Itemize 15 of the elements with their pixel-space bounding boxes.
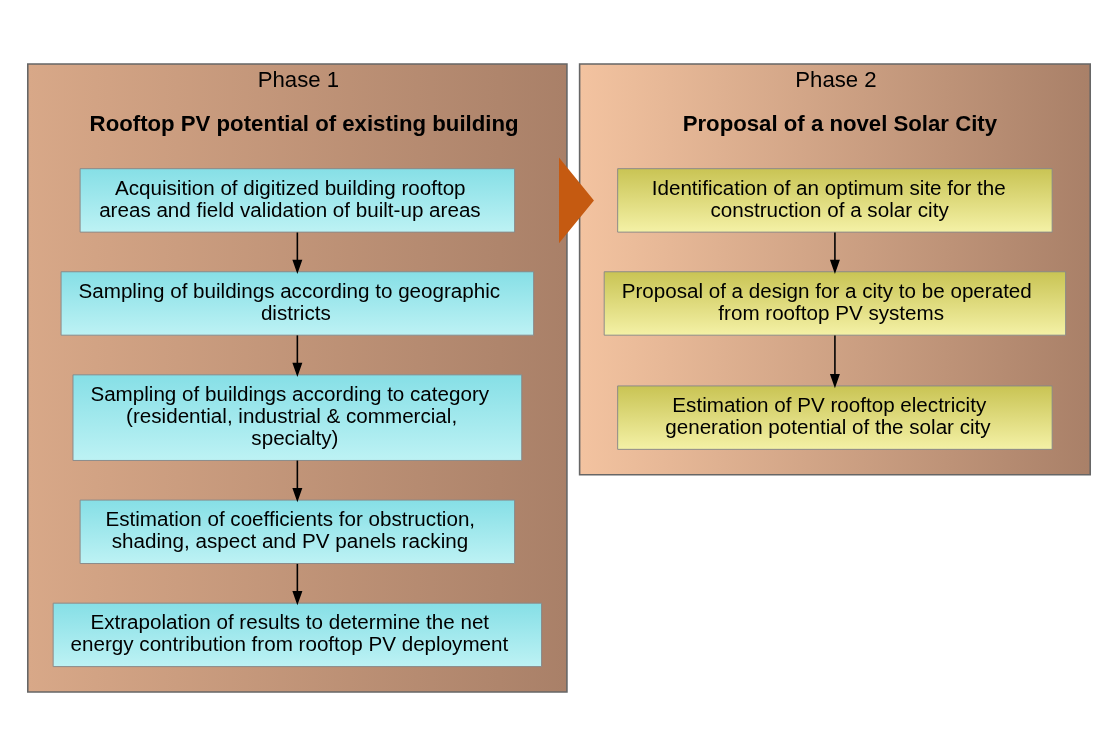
arrow — [829, 334, 840, 388]
node-box: Estimation of PV rooftop electricity generation potential of the solar city — [617, 384, 1053, 450]
arrow — [292, 231, 303, 274]
arrow — [829, 231, 840, 274]
node-box: Sampling of buildings according to geographic districts — [60, 270, 535, 336]
node-box: Identification of an optimum site for the construction of a solar city — [617, 167, 1053, 233]
node-box: Sampling of buildings according to category (residential, industrial & commercial, specialty) — [72, 373, 523, 461]
node-box: Estimation of coefficients for obstruction, shading, aspect and PV panels racking — [79, 499, 516, 564]
node-box: Extrapolation of results to determine the net energy contribution from rooftop PV deployment — [52, 602, 543, 667]
arrow — [292, 562, 303, 605]
arrow — [559, 157, 594, 243]
arrow — [292, 459, 303, 502]
node-box: Acquisition of digitized building rooftop areas and field validation of built-up areas — [79, 167, 516, 233]
arrow — [292, 334, 303, 377]
node-box: Proposal of a design for a city to be operated from rooftop PV systems — [603, 270, 1067, 336]
